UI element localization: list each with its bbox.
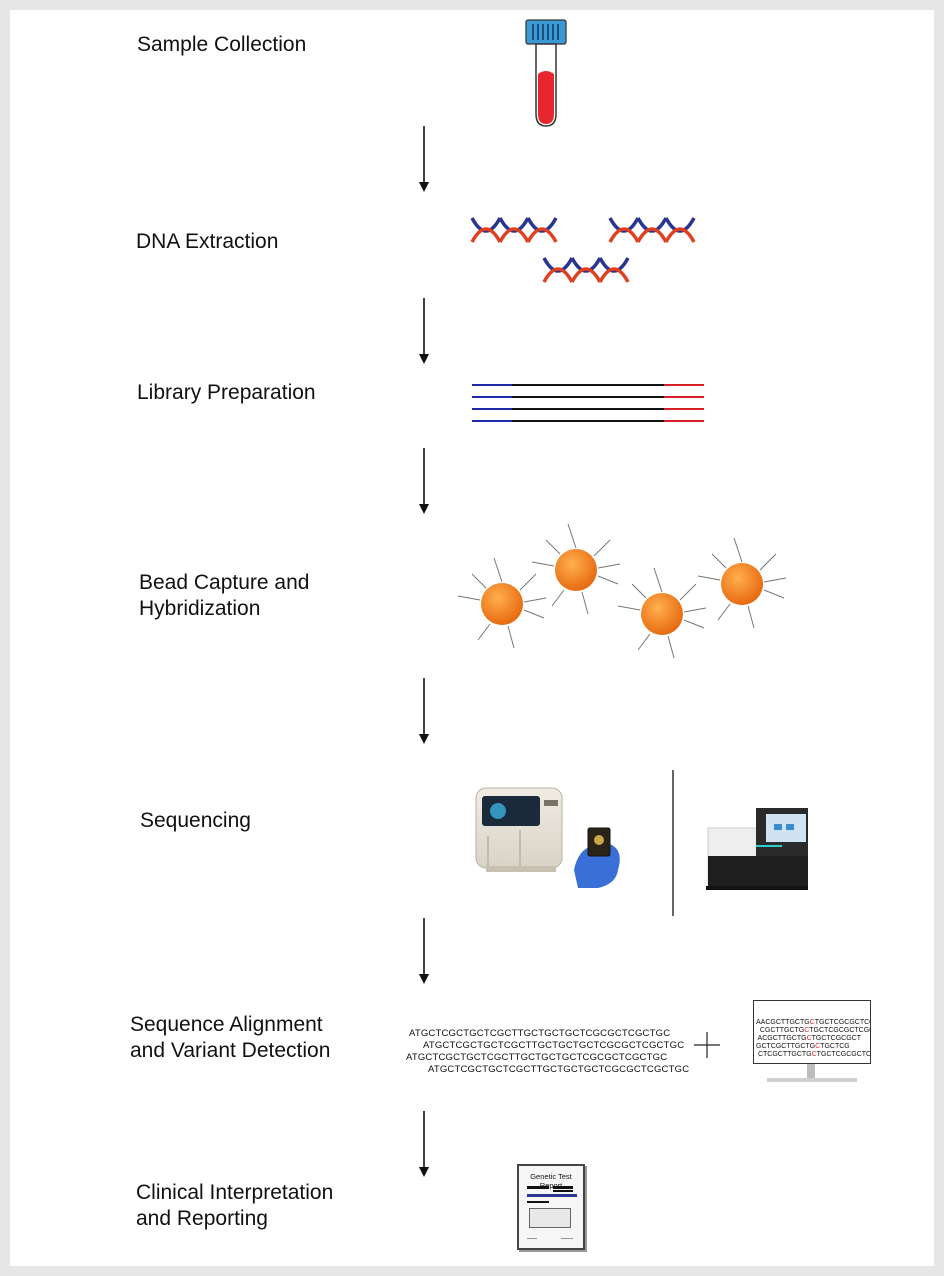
step-sequencing: Sequencing [140,809,251,832]
step-sample-collection: Sample Collection [137,33,307,56]
read-line: ATGCTCGCTGCTCGCTTGCTGCTGCTCGCGCTCGCTGC [428,1064,690,1075]
down-arrow-5 [419,918,429,984]
plus-icon [694,1032,720,1058]
monitor-icon: AACGCTTGCTGCTGCTCGCGCTCGCT CGCTTGCTGCTGC… [753,1000,871,1084]
read-line: ATGCTCGCTGCTCGCTTGCTGCTGCTCGCGCTCGCTGC [409,1028,671,1039]
step-bead-capture: Bead Capture and Hybridization [139,571,310,620]
down-arrow-2 [419,298,429,364]
monitor-read-line: AACGCTTGCTGCTGCTCGCGCTCGCT [756,1019,870,1026]
variant-base: C [811,1051,817,1058]
monitor-read-line: ACGCTTGCTGCTGCTCGCGCT [756,1035,862,1042]
down-arrow-6 [419,1111,429,1177]
library-fragments-icon [472,384,704,422]
down-arrow-4 [419,678,429,744]
variant-base: C [804,1027,810,1034]
down-arrow-1 [419,126,429,192]
step-reporting: Clinical Interpretation and Reporting [136,1181,334,1230]
monitor-read-line: GCTCGCTTGCTGCTGCTCG [756,1043,850,1050]
monitor-read-line: CGCTTGCTGCTGCTCGCGCTCGCTG [756,1027,870,1034]
variant-base: C [815,1043,821,1050]
down-arrow-3 [419,448,429,514]
blood-tube-icon [525,19,567,127]
sequencer-icon [475,770,808,916]
step-alignment: Sequence Alignment and Variant Detection [130,1013,331,1062]
read-line: ATGCTCGCTGCTCGCTTGCTGCTGCTCGCGCTCGCTGC [423,1040,685,1051]
beads-icon [457,523,787,659]
report-icon: Genetic Test Report [517,1164,585,1250]
variant-base: C [809,1019,815,1026]
variant-base: C [806,1035,812,1042]
read-line: ATGCTCGCTGCTCGCTTGCTGCTGCTCGCGCTCGCTGC [406,1052,668,1063]
workflow-diagram: Sample Collection DNA Extraction Library… [10,10,934,1266]
step-library-preparation: Library Preparation [137,381,316,404]
report-title: Genetic Test Report [530,1172,572,1190]
monitor-read-line: CTCGCTTGCTGCTGCTCGCGCTCGCTGC [756,1051,871,1058]
dna-helix-icon [470,216,696,284]
step-dna-extraction: DNA Extraction [136,230,279,253]
